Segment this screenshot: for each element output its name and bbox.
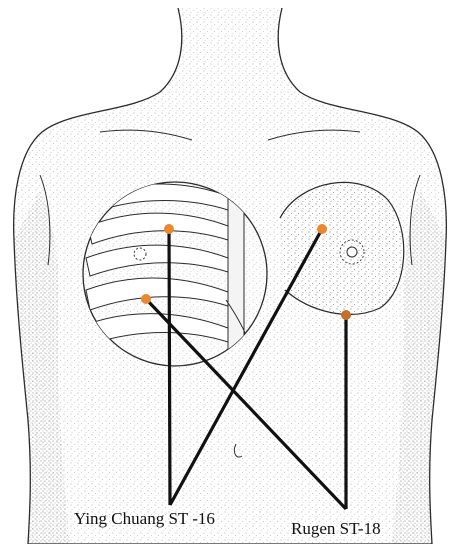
label-rugen: Rugen ST-18 [291, 519, 381, 539]
acupoint-marker [141, 294, 151, 304]
nipple [347, 247, 357, 257]
pointer-line-ying-1 [169, 229, 170, 505]
acupoint-marker [317, 224, 327, 234]
acupoint-marker [164, 224, 174, 234]
label-ying-chuang: Ying Chuang ST -16 [74, 509, 215, 529]
breast [280, 182, 404, 314]
acupoint-marker [341, 310, 351, 320]
